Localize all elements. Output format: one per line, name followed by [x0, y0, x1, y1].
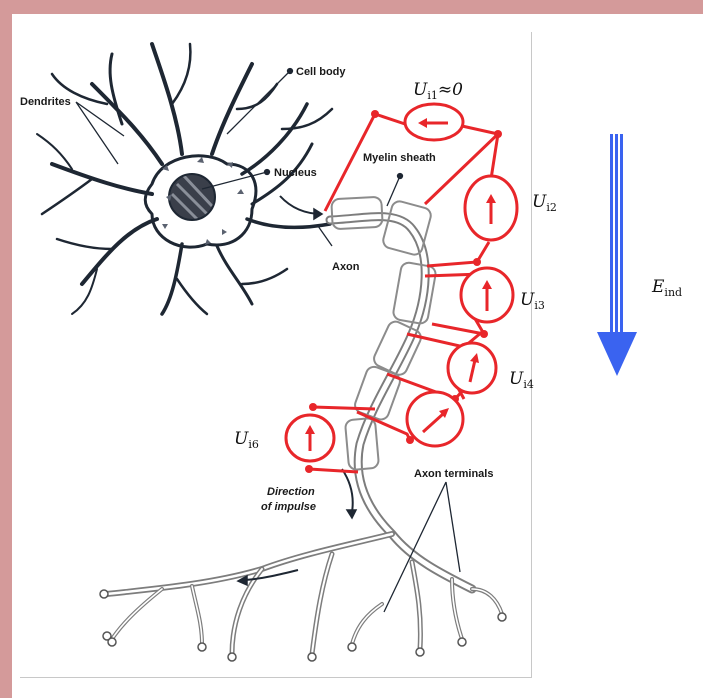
- dendrite: [162, 244, 182, 314]
- dipole-4: [448, 343, 496, 393]
- nucleus: [169, 174, 215, 220]
- axon-terminal-knobs: [100, 590, 506, 661]
- label-nucleus: Nucleus: [274, 167, 317, 179]
- label-direction-line1: Direction: [267, 486, 315, 498]
- label-axon: Axon: [332, 261, 360, 273]
- label-u-i2: Ui2: [532, 192, 557, 214]
- dendrite: [42, 179, 92, 214]
- neuron-diagram: Dendrites Cell body Nucleus Myelin sheat…: [12, 14, 703, 698]
- label-u-i3: Ui3: [520, 290, 545, 312]
- label-leaders: [76, 69, 460, 613]
- label-myelin-sheath: Myelin sheath: [363, 152, 436, 164]
- dendrite: [242, 104, 307, 174]
- dipole-5: [407, 392, 463, 446]
- dipole-3: [461, 268, 513, 322]
- dendrite: [82, 219, 157, 284]
- label-e-ind: Eind: [651, 277, 682, 299]
- dendrite: [152, 44, 182, 154]
- arrow-down-icon: [597, 332, 637, 376]
- dendrite: [237, 84, 277, 109]
- axon-hillock: [247, 219, 330, 227]
- dendrite: [282, 109, 332, 129]
- label-axon-terminals: Axon terminals: [414, 468, 493, 480]
- label-cell-body: Cell body: [296, 66, 346, 78]
- dendrite: [177, 279, 207, 314]
- impulse-arrows: [238, 196, 356, 585]
- dipole-6: [286, 415, 334, 461]
- label-u-i4: Ui4: [509, 369, 534, 391]
- dendrite: [92, 84, 162, 164]
- dendrite: [172, 44, 190, 104]
- dipole-2: [465, 176, 517, 240]
- label-direction-line2: of impulse: [261, 501, 316, 513]
- content-frame: Dendrites Cell body Nucleus Myelin sheat…: [12, 14, 703, 698]
- dipole-1: [405, 104, 463, 140]
- dendrite: [242, 269, 287, 284]
- induced-field-arrow: [597, 134, 637, 376]
- dendrite: [72, 269, 97, 314]
- label-u-i1: Ui1≈0: [413, 80, 463, 102]
- dendrite: [52, 164, 152, 194]
- dendrite: [57, 239, 112, 249]
- label-u-i6: Ui6: [234, 429, 259, 451]
- dendrite: [217, 246, 252, 304]
- label-dendrites: Dendrites: [20, 96, 71, 108]
